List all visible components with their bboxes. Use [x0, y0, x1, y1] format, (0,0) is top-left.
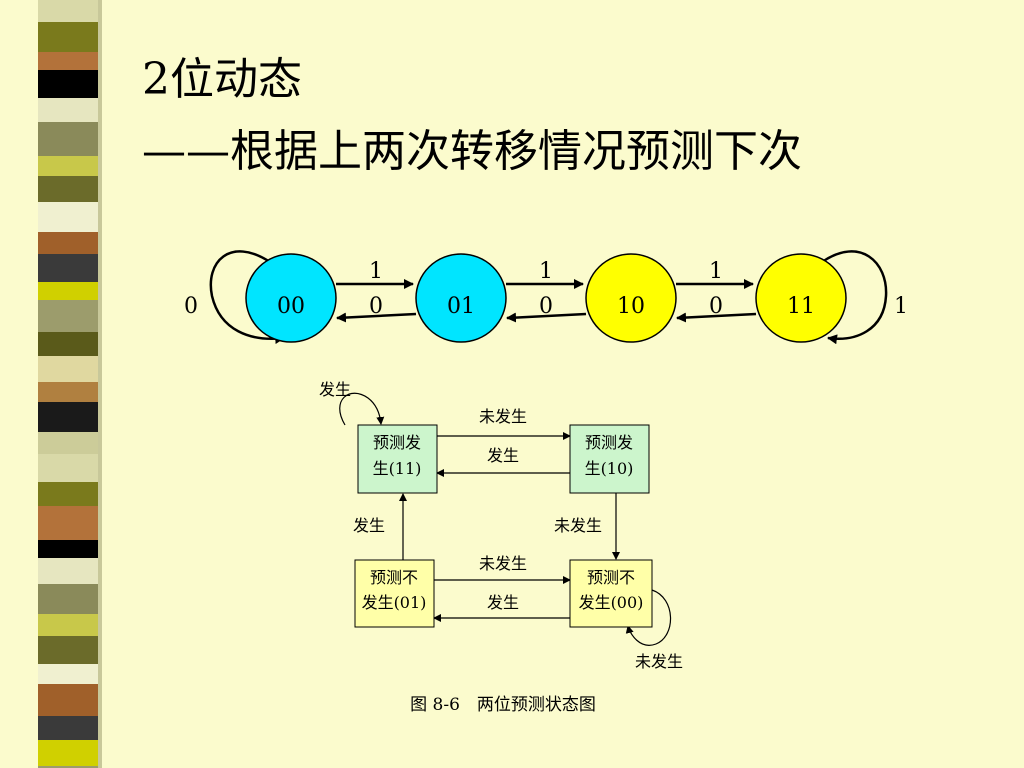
self-loop-left-label: 0	[184, 294, 198, 319]
stripe-segment	[38, 540, 98, 558]
stripe-segment	[38, 282, 98, 300]
stripe-segment	[38, 300, 98, 332]
state-box-predict-00-line1: 预测不	[587, 568, 635, 587]
stripe-segment	[38, 584, 98, 614]
transition-01-00	[336, 312, 417, 323]
state-box-predict-01	[354, 559, 435, 628]
self-loop-predict-00	[625, 589, 672, 646]
state-11-label: 11	[787, 294, 815, 319]
state-box-predict-10	[569, 424, 650, 494]
state-11-circle	[755, 253, 847, 343]
stripe-segment	[38, 766, 98, 768]
state-01-circle	[415, 253, 507, 343]
stripe-segment	[38, 98, 98, 122]
stripe-segment	[38, 382, 98, 402]
decorative-stripe-bar	[0, 0, 110, 768]
state-box-predict-11-line2: 生(11)	[373, 459, 422, 478]
state-01-label: 01	[447, 294, 475, 319]
stripe-segment	[38, 156, 98, 176]
figure-caption: 图 8-6 两位预测状态图	[410, 695, 596, 715]
state-box-predict-11-line1: 预测发	[373, 433, 421, 452]
edge-label-10-to-11: 发生	[487, 446, 519, 465]
self-loop-11	[821, 250, 888, 345]
state-box-predict-10-line2: 生(10)	[585, 459, 634, 478]
stripe-segment	[38, 432, 98, 454]
edge-label-self-11: 发生	[319, 380, 351, 399]
state-10-label: 10	[617, 294, 645, 319]
stripe-segment	[38, 716, 98, 740]
edge-label-self-00: 未发生	[635, 652, 683, 671]
stripe-segment	[38, 482, 98, 506]
stripe-segment	[38, 232, 98, 254]
forward-label-1: 1	[369, 259, 383, 284]
state-box-predict-01-line2: 发生(01)	[362, 593, 427, 612]
stripe-segment	[38, 332, 98, 356]
state-box-predict-00	[569, 559, 653, 628]
slide-title: 2位动态	[142, 54, 302, 105]
stripe-segment	[38, 70, 98, 98]
backward-label-2: 0	[539, 294, 553, 319]
stripe-segment	[38, 454, 98, 482]
state-box-predict-01-line1: 预测不	[370, 568, 418, 587]
forward-label-3: 1	[709, 259, 723, 284]
stripe-segment	[38, 506, 98, 540]
stripe-segment	[38, 176, 98, 202]
stripe-segment	[38, 614, 98, 636]
stripe-segment	[38, 664, 98, 684]
stripe-segment	[38, 202, 98, 232]
stripe-segment	[38, 684, 98, 716]
backward-label-3: 0	[709, 294, 723, 319]
stripe-segment	[38, 0, 98, 22]
self-loop-right-label: 1	[894, 294, 908, 319]
state-00-circle	[245, 253, 337, 343]
stripe-segment	[38, 356, 98, 382]
state-box-predict-11	[357, 424, 438, 494]
stripe-segment	[38, 254, 98, 282]
state-box-predict-10-line1: 预测发	[585, 433, 633, 452]
forward-label-2: 1	[539, 259, 553, 284]
stripe-segment	[38, 740, 98, 766]
self-loop-predict-11	[339, 392, 385, 426]
stripe-segment	[38, 122, 98, 156]
edge-label-01-to-11: 发生	[353, 516, 385, 535]
edge-label-01-to-00: 未发生	[479, 554, 527, 573]
transition-10-01	[506, 312, 587, 323]
edge-label-00-to-01: 发生	[487, 593, 519, 612]
state-box-predict-00-line2: 发生(00)	[579, 593, 644, 612]
edge-label-11-to-10: 未发生	[479, 407, 527, 426]
stripe-edge	[98, 0, 102, 768]
state-10-circle	[585, 253, 677, 343]
self-loop-00	[209, 250, 285, 345]
stripe-segment	[38, 558, 98, 584]
backward-label-1: 0	[369, 294, 383, 319]
stripe-segment	[38, 52, 98, 70]
state-00-label: 00	[277, 294, 305, 319]
edge-label-10-to-00: 未发生	[554, 516, 602, 535]
transition-11-10	[676, 312, 757, 323]
stripe-segment	[38, 402, 98, 432]
stripe-segment	[38, 22, 98, 52]
stripe-segment	[38, 636, 98, 664]
slide-subtitle: ——根据上两次转移情况预测下次	[142, 126, 802, 177]
